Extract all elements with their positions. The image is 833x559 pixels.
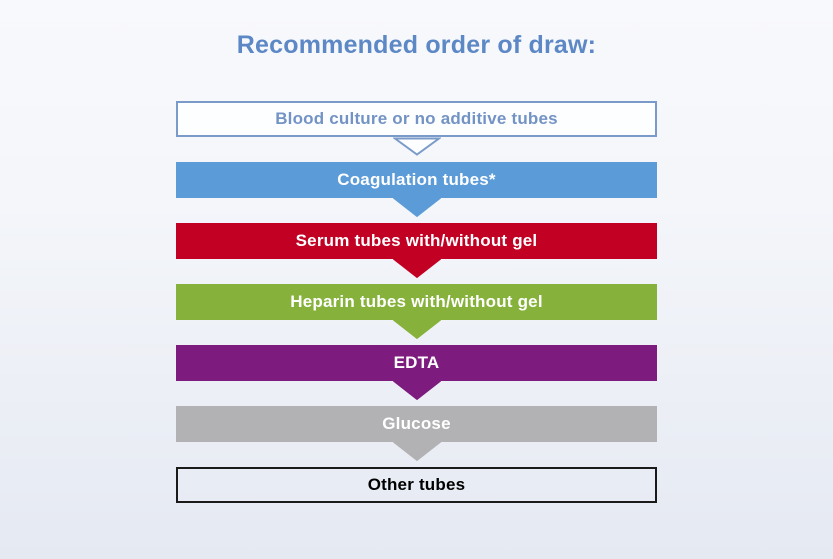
page-title: Recommended order of draw: bbox=[236, 31, 597, 59]
step-label: EDTA bbox=[393, 353, 440, 372]
down-arrow-icon bbox=[176, 259, 657, 284]
page-background: { "page": { "title": "Recommended order … bbox=[0, 31, 833, 559]
step-label: Blood culture or no additive tubes bbox=[275, 109, 558, 128]
step-glucose: Glucose bbox=[176, 406, 657, 467]
step-edta: EDTA bbox=[176, 345, 657, 406]
step-box-blood-culture: Blood culture or no additive tubes bbox=[176, 101, 657, 137]
step-label: Glucose bbox=[382, 414, 451, 433]
down-arrow-icon bbox=[176, 320, 657, 345]
step-other-tubes: Other tubes bbox=[176, 467, 657, 503]
step-label: Serum tubes with/without gel bbox=[295, 231, 538, 250]
step-serum: Serum tubes with/without gel bbox=[176, 223, 657, 284]
step-box-glucose: Glucose bbox=[176, 406, 657, 442]
down-arrow-icon bbox=[176, 198, 657, 223]
step-coagulation: Coagulation tubes* bbox=[176, 162, 657, 223]
order-of-draw-flowchart: Blood culture or no additive tubes Coagu… bbox=[176, 101, 657, 503]
step-label: Heparin tubes with/without gel bbox=[290, 292, 543, 311]
step-box-other-tubes: Other tubes bbox=[176, 467, 657, 503]
step-box-edta: EDTA bbox=[176, 345, 657, 381]
step-box-heparin: Heparin tubes with/without gel bbox=[176, 284, 657, 320]
down-arrow-icon bbox=[176, 137, 657, 162]
down-arrow-icon bbox=[176, 442, 657, 467]
step-label: Other tubes bbox=[367, 475, 466, 494]
step-heparin: Heparin tubes with/without gel bbox=[176, 284, 657, 345]
down-arrow-icon bbox=[176, 381, 657, 406]
step-blood-culture: Blood culture or no additive tubes bbox=[176, 101, 657, 162]
step-label: Coagulation tubes* bbox=[337, 170, 496, 189]
step-box-coagulation: Coagulation tubes* bbox=[176, 162, 657, 198]
step-box-serum: Serum tubes with/without gel bbox=[176, 223, 657, 259]
